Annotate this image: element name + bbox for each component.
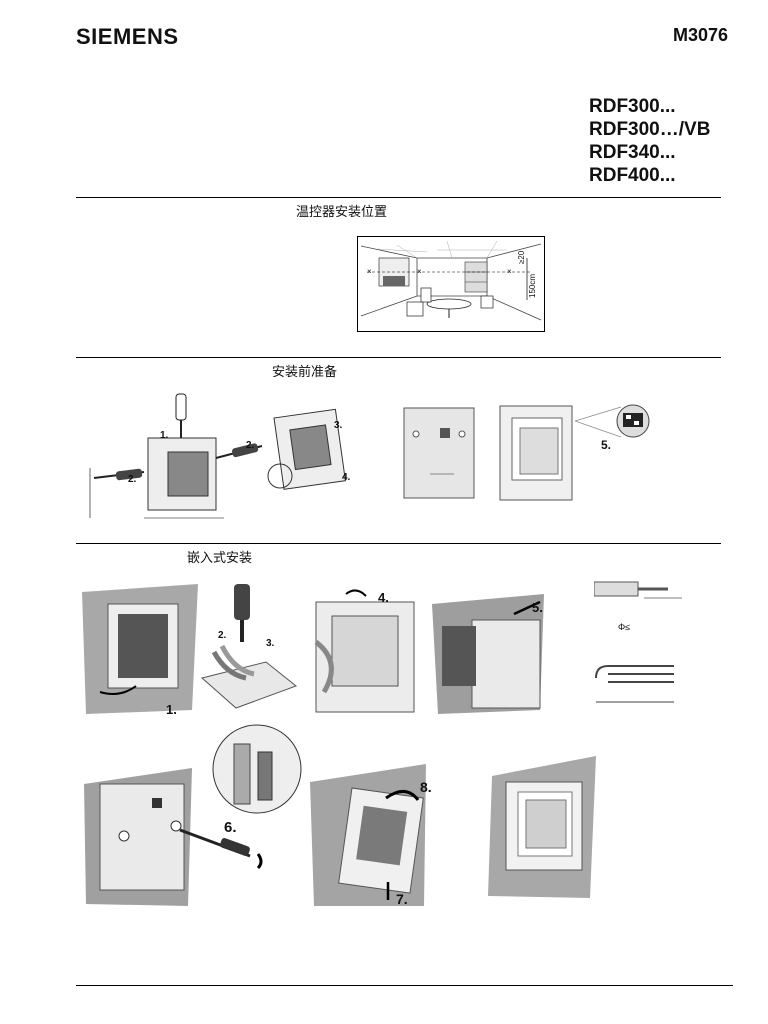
fixing-screws-illustration: 6. — [84, 768, 263, 906]
svg-text:×: × — [507, 267, 512, 276]
section-divider — [76, 197, 721, 198]
dim-top-label: ≥20 — [517, 250, 526, 264]
svg-text:×: × — [417, 267, 422, 276]
attach-thermostat-illustration: 8. 7. — [310, 764, 432, 907]
clip-detail-illustration — [212, 724, 302, 814]
step-label: 3. — [266, 638, 275, 649]
cable-diameter-label: Φ≤ — [618, 622, 630, 632]
model-item: RDF300... — [589, 96, 676, 117]
section-divider — [76, 543, 721, 544]
mounted-thermostat-illustration — [488, 756, 596, 898]
step-label: 4. — [342, 472, 351, 483]
svg-text:×: × — [367, 267, 372, 276]
thermostat-front-illustration — [499, 405, 573, 501]
base-plate-illustration — [403, 407, 475, 499]
wall-box-illustration: 1. — [82, 584, 198, 716]
section-divider — [76, 357, 721, 358]
preparation-disassembly-illustration: 1. 2. 2. 3. 4. — [89, 393, 351, 519]
wiring-terminal-illustration: 2. 3. — [200, 584, 298, 709]
step-label: 3. — [334, 420, 343, 431]
mounting-base-plate-illustration: 5. — [432, 594, 544, 714]
step-label: 2. — [128, 474, 137, 485]
step-label: 2. — [218, 630, 227, 641]
model-list: RDF300... RDF300…/VB RDF340... RDF400... — [589, 95, 710, 187]
step-label: 6. — [224, 819, 237, 836]
dip-switch-detail: 5. — [575, 404, 650, 452]
model-item: RDF300…/VB — [589, 119, 711, 140]
step-label: 7. — [396, 891, 408, 907]
step-label: 5. — [601, 438, 611, 452]
room-location-illustration: × × × ≥20 150cm — [357, 236, 545, 332]
model-item: RDF340... — [589, 142, 676, 163]
section-title-location: 温控器安装位置 — [296, 204, 388, 219]
step-label: 5. — [532, 600, 543, 615]
model-item: RDF400... — [589, 165, 676, 186]
step-label: 8. — [420, 779, 432, 795]
section-title-flush-mount: 嵌入式安装 — [187, 550, 253, 565]
dim-height-label: 150cm — [528, 274, 537, 298]
footer-divider — [76, 985, 733, 986]
document-number: M3076 — [672, 25, 728, 45]
cable-spec-illustration: Φ≤ — [594, 581, 682, 703]
step-label: 2. — [246, 440, 255, 451]
step-label: 1. — [160, 430, 169, 441]
base-plate-back-illustration: 4. — [314, 589, 415, 713]
siemens-logo: SIEMENS — [76, 24, 179, 49]
step-label: 4. — [378, 590, 389, 605]
section-title-preparation: 安装前准备 — [272, 364, 338, 379]
step-label: 1. — [166, 702, 177, 716]
